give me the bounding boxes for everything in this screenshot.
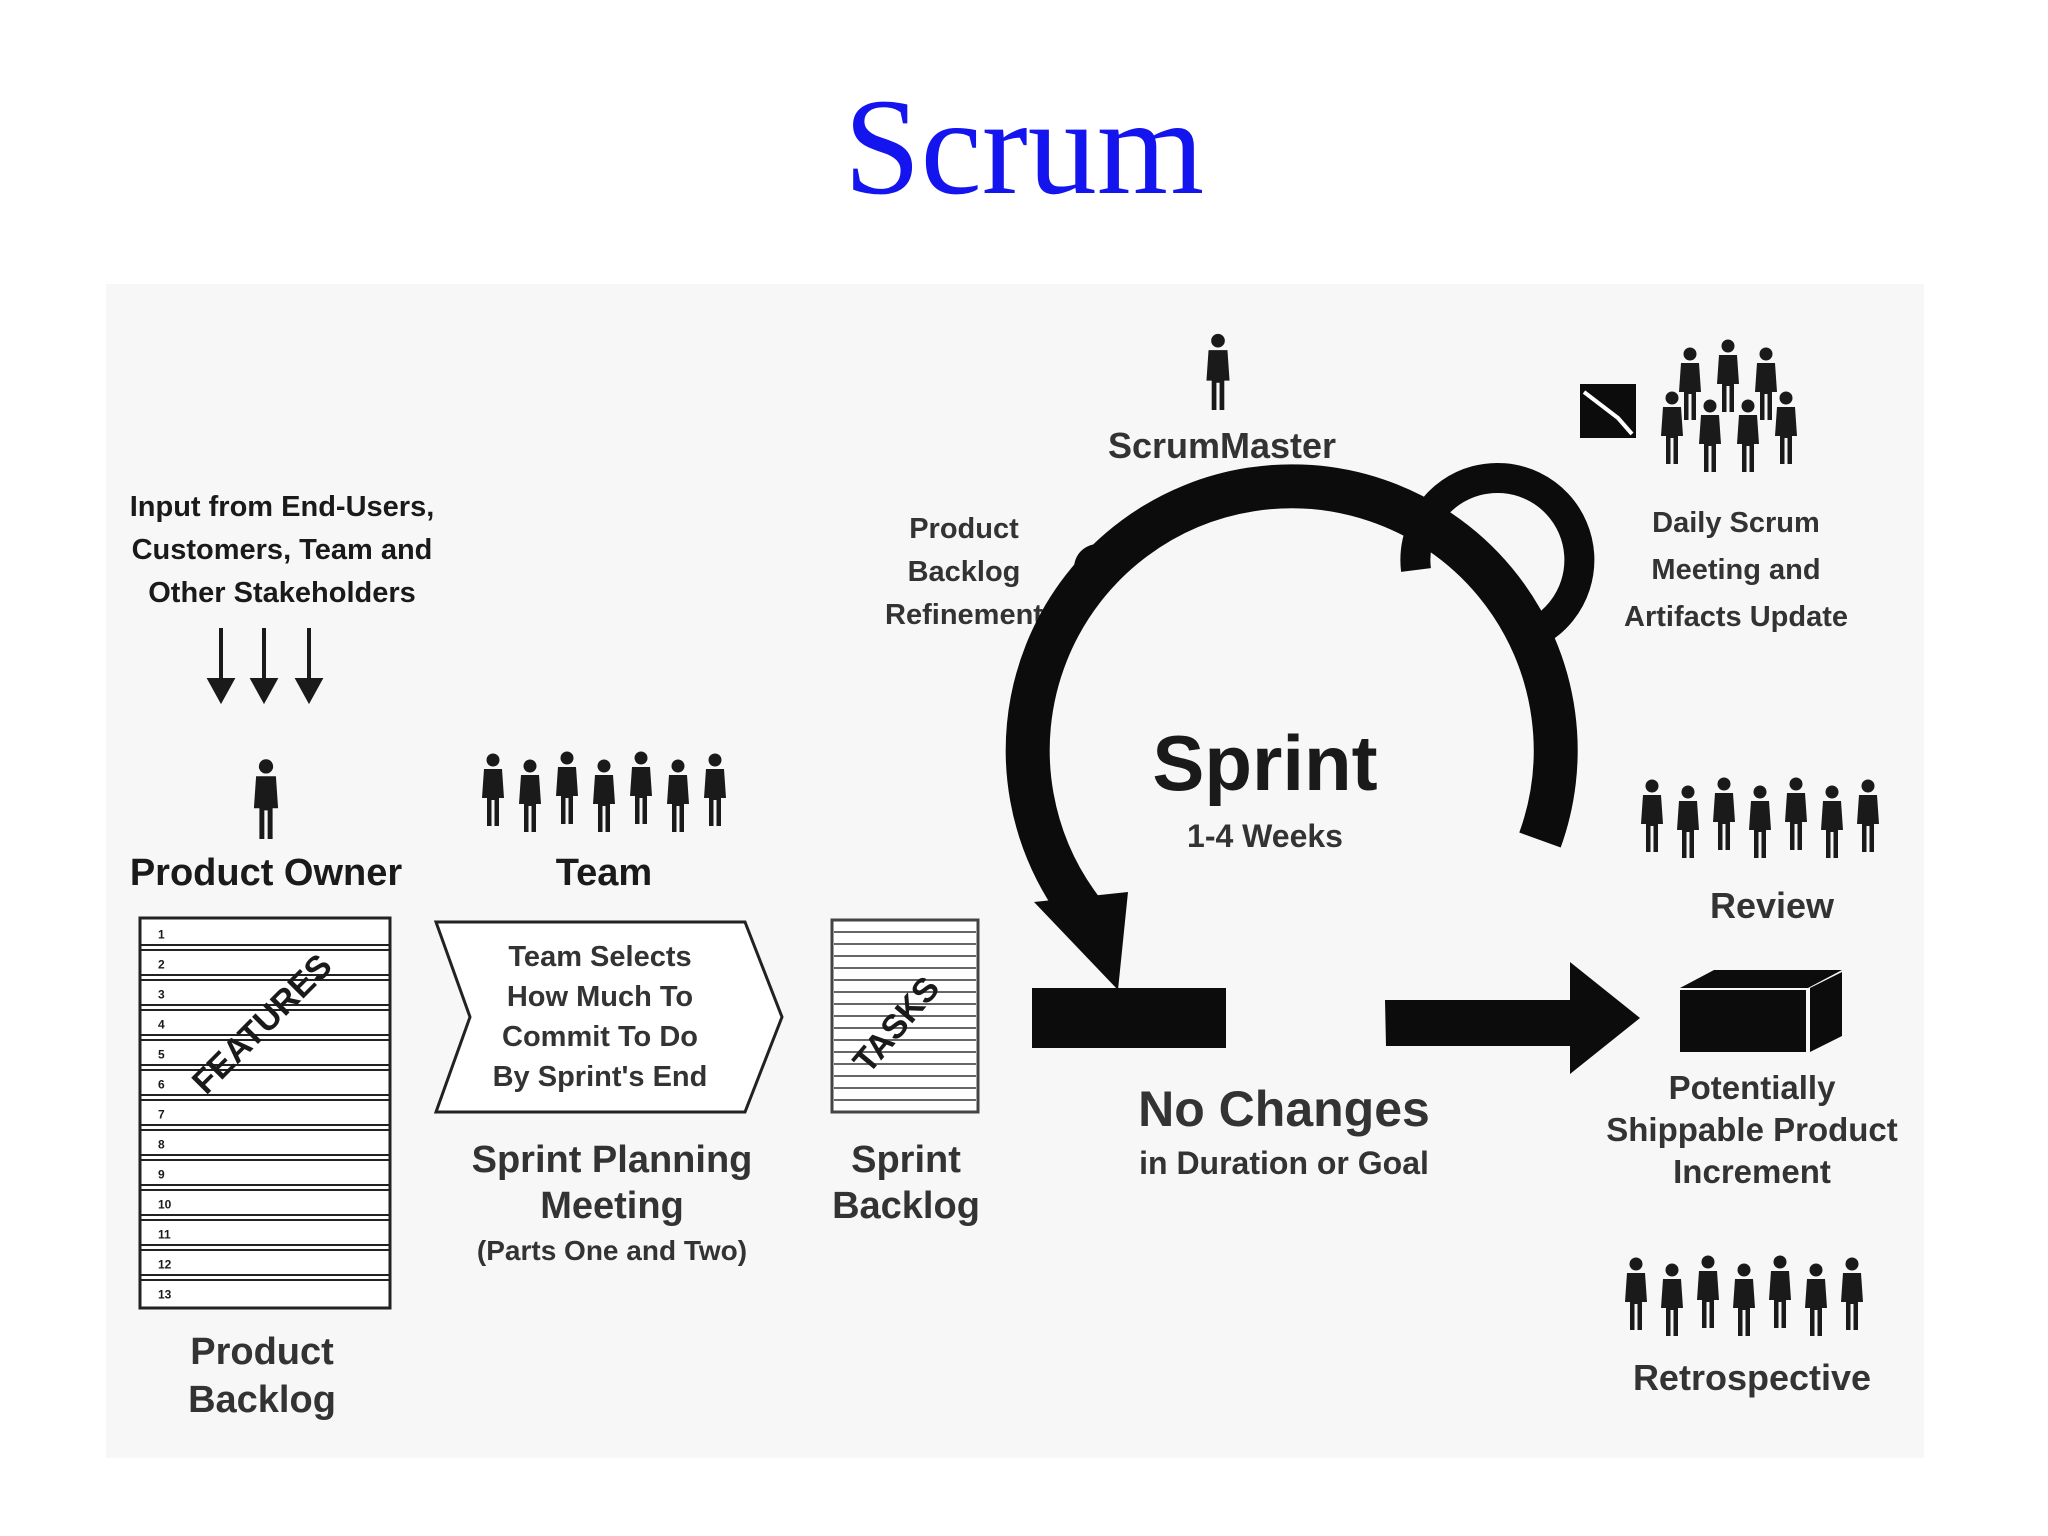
refinement-line-3: Refinement: [885, 599, 1043, 631]
no-changes-sub: in Duration or Goal: [1139, 1145, 1429, 1181]
backlog-row-number: 13: [158, 1287, 172, 1301]
input-arrows: [206, 628, 324, 705]
stakeholder-input-text: Input from End-Users, Customers, Team an…: [130, 491, 435, 609]
backlog-row-number: 6: [158, 1077, 165, 1091]
backlog-row-number: 5: [158, 1047, 165, 1061]
daily-scrum-people-icon: [1661, 339, 1797, 472]
refinement-line-1: Product: [909, 513, 1019, 545]
daily-scrum-line-3: Artifacts Update: [1624, 601, 1848, 633]
team-selects-line-1: Team Selects: [508, 941, 691, 973]
product-backlog-label-2: Backlog: [188, 1379, 336, 1421]
daily-scrum-line-1: Daily Scrum: [1652, 507, 1820, 539]
team-selects-line-3: Commit To Do: [502, 1021, 698, 1053]
product-owner-label: Product Owner: [130, 852, 403, 894]
sprint-backlog-tasks: TASKS: [830, 918, 980, 1114]
input-line-2: Customers, Team and: [132, 534, 433, 566]
product-owner-person-icon: [253, 759, 279, 839]
increment-line-3: Increment: [1673, 1153, 1831, 1190]
backlog-row-number: 7: [158, 1107, 165, 1121]
sprint-duration: 1-4 Weeks: [1187, 818, 1343, 854]
scrum-master-label: ScrumMaster: [1108, 425, 1336, 466]
no-changes-label: No Changes: [1138, 1081, 1430, 1137]
diagram-background: [106, 284, 1924, 1458]
increment-arrow-icon: [1385, 962, 1640, 1074]
retrospective-label: Retrospective: [1633, 1357, 1871, 1398]
backlog-row-number: 9: [158, 1167, 165, 1181]
increment-line-2: Shippable Product: [1606, 1111, 1898, 1148]
retrospective-people-icon: [1625, 1255, 1863, 1336]
slide-title: Scrum: [843, 70, 1205, 223]
sprint-planning-label-1: Sprint Planning: [472, 1139, 753, 1181]
sprint-label: Sprint: [1152, 719, 1377, 807]
sprint-planning-parts: (Parts One and Two): [477, 1235, 747, 1266]
backlog-row-number: 3: [158, 987, 165, 1001]
refinement-line-2: Backlog: [908, 556, 1021, 588]
increment-line-1: Potentially: [1669, 1069, 1837, 1106]
down-arrow-icon: [206, 628, 236, 705]
sprint-backlog-label-2: Backlog: [832, 1185, 980, 1227]
task-board-icon: [1580, 384, 1636, 438]
down-arrow-icon: [249, 628, 279, 705]
team-people-icon: [482, 751, 726, 832]
backlog-row-number: 1: [158, 927, 165, 941]
backlog-row-number: 10: [158, 1197, 172, 1211]
scrum-master-person-icon: [1206, 333, 1230, 410]
input-line-3: Other Stakeholders: [148, 577, 416, 609]
input-line-1: Input from End-Users,: [130, 491, 435, 523]
sprint-backlog-label-1: Sprint: [851, 1139, 961, 1181]
sprint-planning-label-2: Meeting: [540, 1185, 684, 1227]
sprint-planning-chevron: Team Selects How Much To Commit To Do By…: [433, 920, 784, 1114]
team-selects-line-2: How Much To: [507, 981, 693, 1013]
backlog-row-number: 2: [158, 957, 165, 971]
increment-box-icon: [1680, 970, 1842, 1052]
review-label: Review: [1710, 885, 1835, 926]
team-selects-line-4: By Sprint's End: [493, 1061, 708, 1093]
refinement-dot: [1074, 544, 1122, 592]
backlog-row-number: 4: [158, 1017, 165, 1031]
backlog-row-number: 11: [158, 1227, 171, 1241]
sprint-loop-arrowhead: [1034, 892, 1128, 990]
down-arrow-icon: [294, 628, 324, 705]
team-label: Team: [556, 852, 652, 894]
daily-loop-arrowhead: [1500, 612, 1568, 668]
product-backlog-label-1: Product: [190, 1331, 334, 1373]
backlog-row-number: 12: [158, 1257, 172, 1271]
sprint-entry-bar: [1032, 988, 1226, 1048]
backlog-row-number: 8: [158, 1137, 165, 1151]
daily-scrum-line-2: Meeting and: [1651, 554, 1820, 586]
review-people-icon: [1641, 777, 1879, 858]
sprint-cycle: Sprint 1-4 Weeks: [1005, 463, 1640, 1074]
